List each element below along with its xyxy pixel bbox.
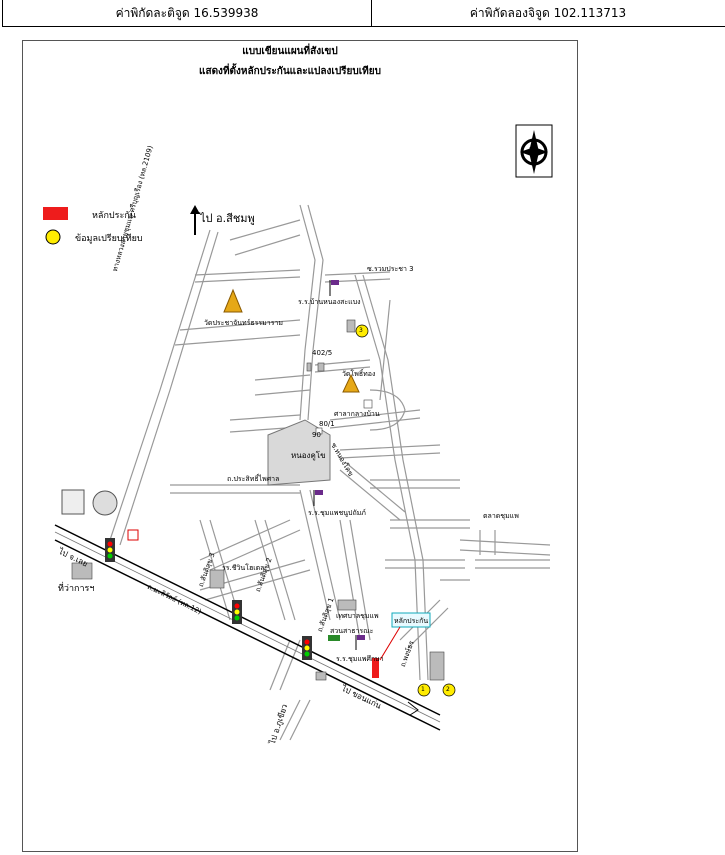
wat-pracha-label: วัดประชาจันทร์ธรรมาราม bbox=[204, 319, 284, 327]
school-flag-icon bbox=[313, 280, 365, 650]
district-office-label: ที่ว่าการฯ bbox=[58, 584, 95, 594]
temple-icon bbox=[223, 288, 360, 393]
sala-label: ศาลากลางบ้าน bbox=[334, 410, 380, 418]
soi-ruam-pracha-label: ซ.รวมประชา 3 bbox=[367, 265, 414, 273]
rd-prasit-label: ถ.ประสิทธิ์ไพศาล bbox=[227, 475, 280, 483]
school-chumphae-label: ร.ร.ชุมแพชนูปถัมภ์ bbox=[308, 509, 366, 517]
legend-collateral-label: หลักประกัน bbox=[92, 211, 136, 221]
gas-station-icon bbox=[127, 529, 139, 541]
addr-90-label: 90 bbox=[312, 431, 321, 439]
legend-comparable-swatch bbox=[45, 229, 61, 245]
latitude-cell: ค่าพิกัดละติจูด 16.539938 bbox=[2, 0, 372, 27]
compass-north-label: N bbox=[529, 146, 536, 155]
highway-12 bbox=[54, 524, 441, 731]
pond-icon bbox=[267, 419, 331, 486]
comparable-1-label: 1 bbox=[421, 686, 425, 693]
school-ban-nong-sa-label: ร.ร.บ้านหนองสะแบง bbox=[298, 298, 361, 306]
compass-icon bbox=[515, 124, 553, 178]
map-subtitle: แสดงที่ตั้งหลักประกันและแปลงเปรียบเทียบ bbox=[199, 66, 381, 77]
building-icon bbox=[71, 319, 445, 681]
comparable-3-label: 3 bbox=[359, 327, 363, 334]
legend-collateral-swatch bbox=[43, 207, 68, 220]
map-title: แบบเขียนแผนที่สังเขป bbox=[242, 46, 338, 57]
comparable-2-label: 2 bbox=[446, 686, 450, 693]
collateral-callout bbox=[391, 612, 431, 628]
municipality-label: เทศบาลชุมแพ bbox=[336, 612, 379, 620]
traffic-light-icon bbox=[105, 538, 312, 660]
coordinate-header: ค่าพิกัดละติจูด 16.539938 ค่าพิกัดลองจิจ… bbox=[0, 0, 725, 27]
collateral-callout-label: หลักประกัน bbox=[394, 617, 429, 625]
park-icon bbox=[328, 635, 340, 641]
district-office-icon bbox=[61, 489, 118, 516]
addr-80-label: 80/1 bbox=[319, 420, 335, 428]
nong-kho-label: หนองคูโข bbox=[291, 451, 326, 460]
legend-comparable-label: ข้อมูลเปรียบเทียบ bbox=[75, 234, 143, 244]
to-sichomphu-label: ไป อ.สีชมพู bbox=[200, 212, 255, 225]
addr-402-label: 402/5 bbox=[312, 349, 333, 357]
comparable-marker-icon bbox=[355, 324, 456, 697]
school-chumphae-suksa-label: ร.ร.ชุมแพศึกษา bbox=[336, 655, 384, 663]
market-label: ตลาดชุมแพ bbox=[483, 512, 519, 520]
collateral-marker-icon bbox=[372, 658, 379, 678]
hotel-label: รร.ชีวินโฮเตล bbox=[222, 564, 265, 572]
park-label: สวนสาธารณะ bbox=[330, 627, 374, 635]
map-frame bbox=[22, 40, 578, 852]
wat-phosi-label: วัดโพธิ์ทอง bbox=[342, 370, 376, 378]
longitude-cell: ค่าพิกัดลองจิจูด 102.113713 bbox=[371, 0, 725, 27]
